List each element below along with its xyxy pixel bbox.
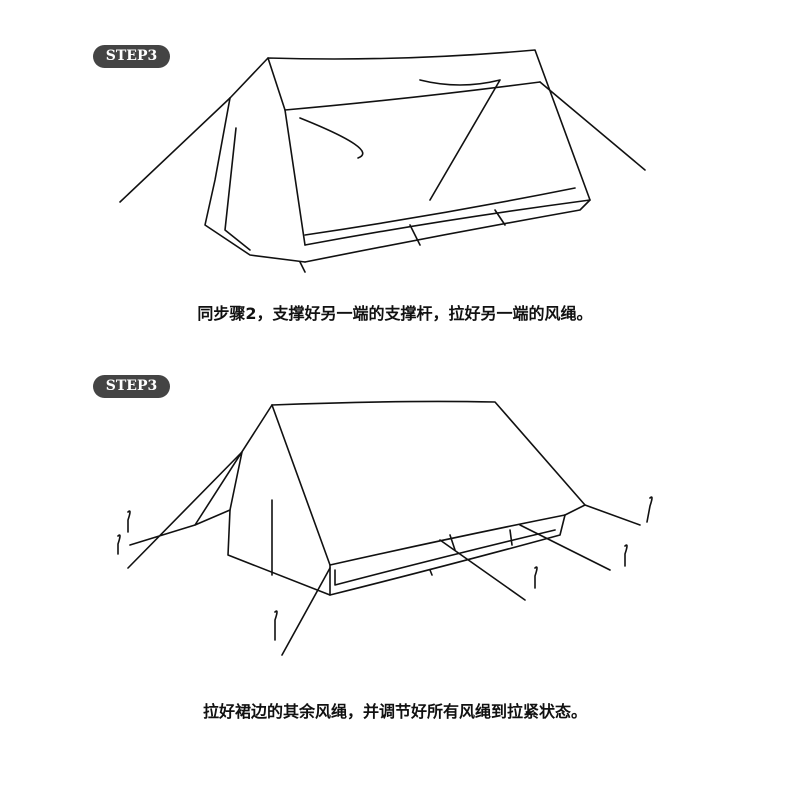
- step-badge: STEP3: [93, 375, 170, 398]
- step-caption: 拉好裙边的其余风绳，并调节好所有风绳到拉紧状态。: [202, 702, 587, 721]
- step-badge: STEP3: [93, 45, 170, 68]
- tent-illustration-step-2: [117, 400, 653, 656]
- step-caption: 同步骤2，支撑好另一端的支撑杆，拉好另一端的风绳。: [197, 304, 593, 323]
- tent-illustration-step-1: [119, 49, 646, 273]
